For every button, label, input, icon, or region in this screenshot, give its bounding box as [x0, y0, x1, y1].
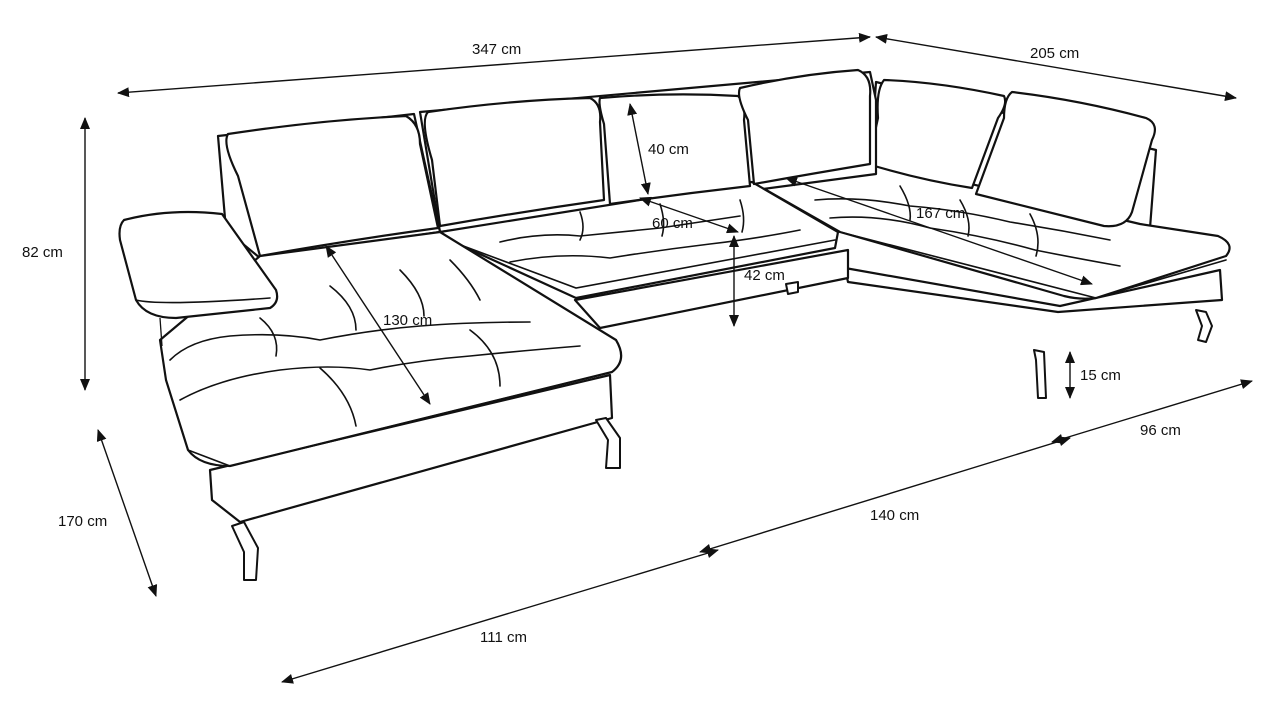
right-front-leg: [1033, 349, 1047, 399]
left-armrest: [118, 210, 279, 320]
label-seat-height: 42 cm: [744, 267, 785, 284]
dim-line-seat-depth: [639, 196, 739, 234]
dim-line-front-right: [1051, 379, 1253, 444]
label-right-seat-length: 167 cm: [916, 205, 965, 222]
dim-line-front-middle: [699, 436, 1071, 554]
middle-leg: [785, 281, 799, 295]
dimension-labels: 347 cm 205 cm 82 cm 40 cm 60 cm 42 cm 13…: [22, 41, 1181, 646]
left-middle-leg: [595, 417, 621, 469]
dim-line-right-seat: [785, 176, 1093, 286]
label-front-middle: 140 cm: [870, 507, 919, 524]
label-height: 82 cm: [22, 244, 63, 261]
label-leg-height: 15 cm: [1080, 367, 1121, 384]
left-cushion: [225, 114, 440, 258]
label-front-right: 96 cm: [1140, 422, 1181, 439]
dim-line-backrest: [627, 103, 651, 195]
middle-cushion-1: [423, 96, 606, 228]
label-total-width: 347 cm: [472, 41, 521, 58]
dim-line-front-left: [281, 548, 719, 684]
label-front-left: 111 cm: [480, 629, 527, 646]
label-right-depth: 205 cm: [1030, 45, 1079, 62]
left-front-leg: [231, 521, 259, 581]
dimension-lines: [80, 32, 1253, 684]
dim-line-total-width: [117, 32, 871, 98]
label-chaise-length: 130 cm: [383, 312, 432, 329]
left-base: [208, 373, 614, 524]
label-left-depth: 170 cm: [58, 513, 107, 530]
dim-line-left-depth: [96, 429, 158, 597]
right-back-leg: [1195, 309, 1213, 343]
middle-cushion-3: [737, 68, 872, 186]
label-backrest-height: 40 cm: [648, 141, 689, 158]
dim-line-chaise: [325, 245, 431, 405]
label-seat-depth: 60 cm: [652, 215, 693, 232]
dim-line-right-depth: [875, 33, 1237, 102]
